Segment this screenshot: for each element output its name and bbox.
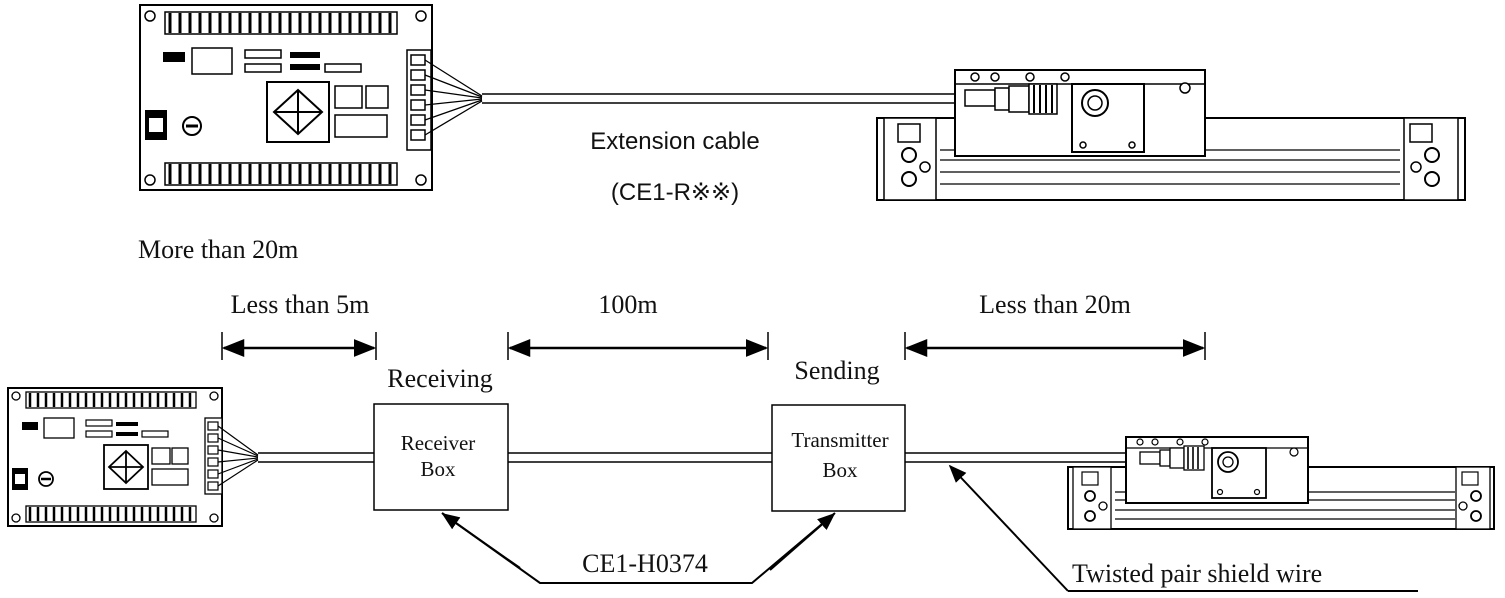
dimension-right-label: Less than 20m [979, 290, 1131, 319]
cable-receiver-to-transmitter [508, 452, 772, 463]
extension-cable-top [482, 93, 965, 104]
distance-heading: More than 20m [138, 235, 298, 264]
controller-unit-bottom [7, 387, 223, 527]
dimension-middle-label: 100m [598, 290, 657, 319]
transmitter-box [771, 404, 906, 512]
scale-unit-bottom [1067, 436, 1495, 530]
receiving-label: Receiving [387, 364, 492, 393]
receiver-box-label-line1: Receiver [401, 431, 476, 455]
wire-fanout-bottom [217, 425, 259, 487]
receiver-box-label-line2: Box [420, 457, 456, 481]
dimension-ticks [221, 332, 1206, 360]
receiver-box [373, 403, 509, 511]
dimension-left-label: Less than 5m [231, 290, 370, 319]
sending-label: Sending [794, 356, 879, 385]
controller-unit-top [139, 4, 433, 191]
wire-label: Twisted pair shield wire [1072, 559, 1322, 588]
callout-arrow-receiver [441, 512, 521, 569]
transmitter-box-label-line2: Box [822, 458, 858, 482]
wire-callout-arrow [948, 464, 1069, 592]
wire-fanout-top [424, 59, 483, 136]
cable-transmitter-to-scale [905, 452, 1140, 463]
scale-unit-top [876, 69, 1466, 201]
callout-arrow-transmitter [769, 512, 836, 571]
transmitter-box-label-line1: Transmitter [791, 428, 888, 452]
extension-cable-label: Extension cable [590, 128, 759, 155]
extension-cable-model: (CE1-R※※) [611, 179, 739, 206]
cable-controller-to-receiver [258, 452, 374, 463]
box-model-label: CE1-H0374 [582, 549, 708, 578]
